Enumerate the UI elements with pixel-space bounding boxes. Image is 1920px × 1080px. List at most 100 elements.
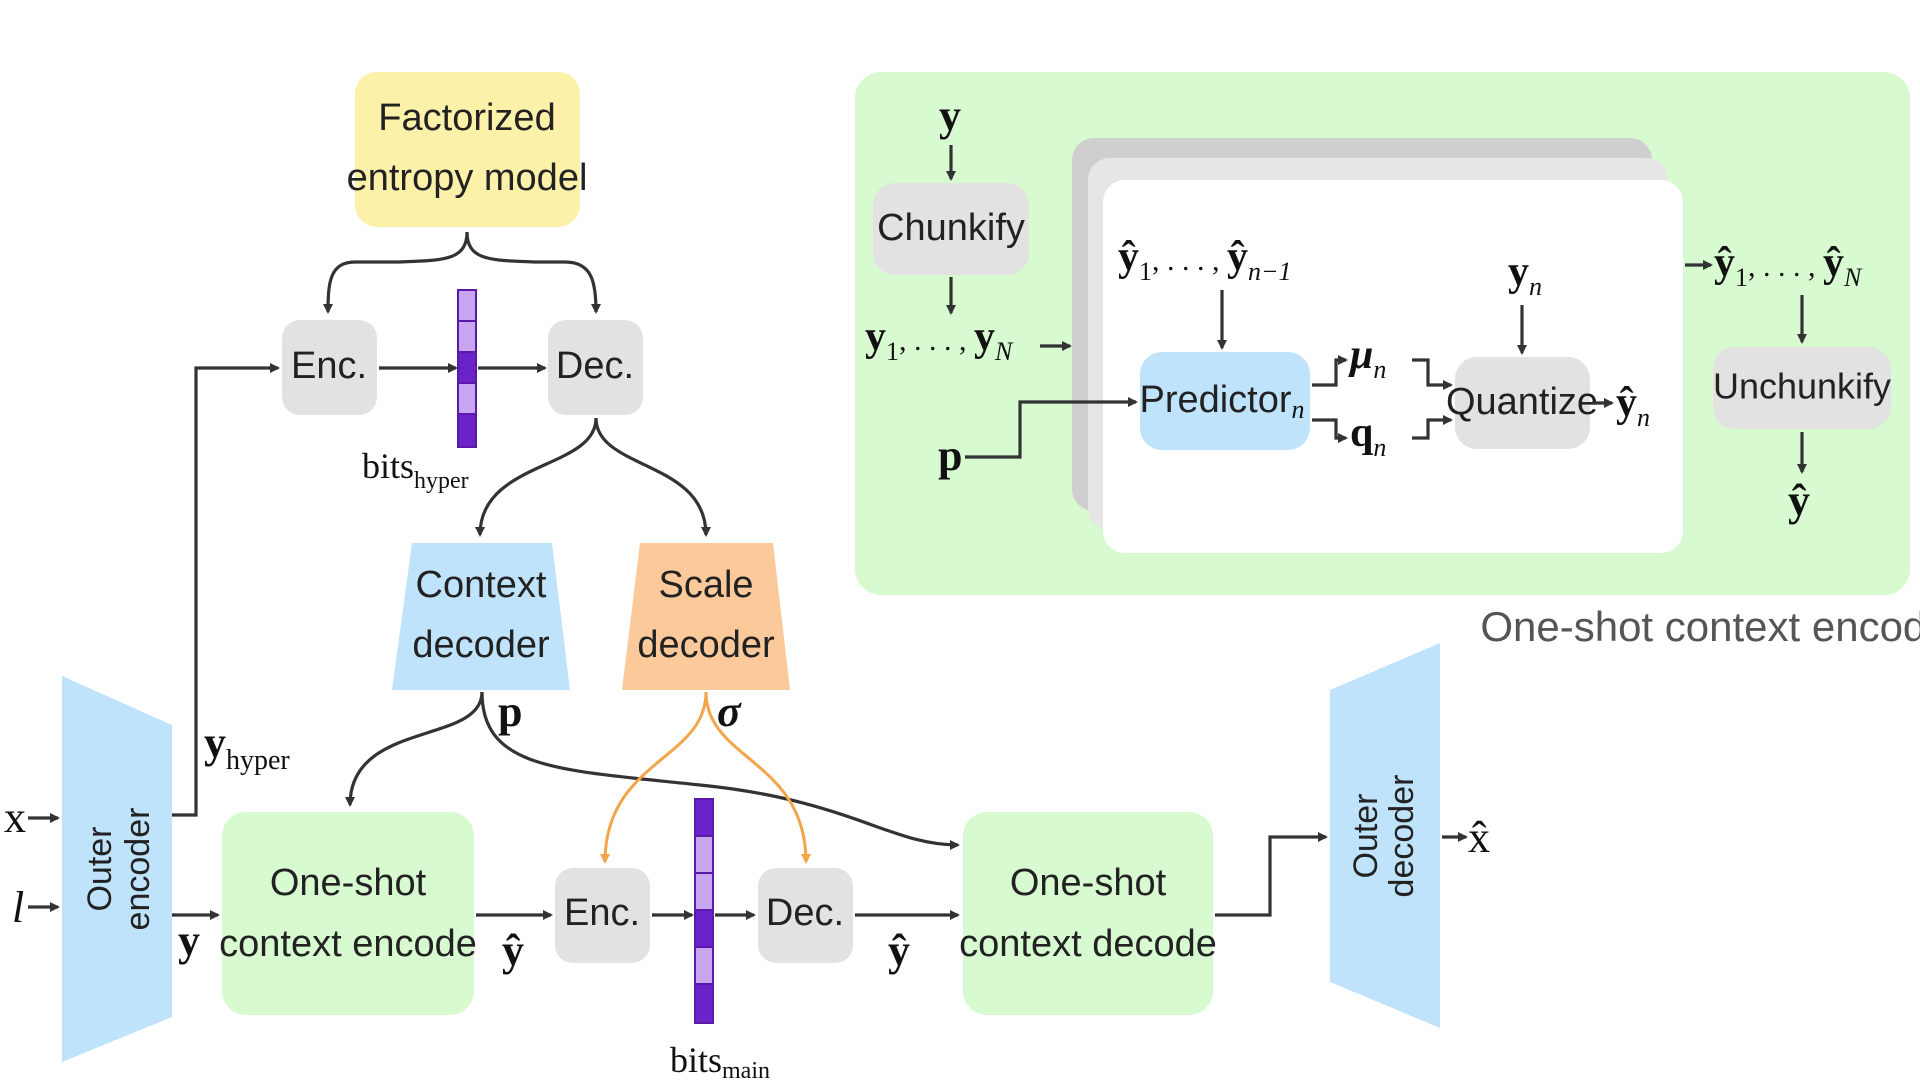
symbol-y-inset: y [939, 91, 961, 140]
outer-decoder-label-2: decoder [1383, 775, 1421, 898]
symbol-xhat: x̂ [1468, 813, 1490, 862]
symbol-y-sequence-mid: , . . . , [899, 324, 974, 357]
symbol-bits-hyper-base: bits [362, 446, 414, 486]
chunkify-box [873, 183, 1029, 275]
edge-p-to-oneshot-encode [345, 691, 484, 807]
unchunkify-box [1713, 347, 1891, 429]
predictor-subscript: n [1292, 395, 1305, 424]
symbol-yhat-decode: ŷ [888, 926, 910, 975]
outer-encoder-label-2: encoder [119, 808, 157, 931]
edge-predictor-to-q [1312, 418, 1348, 443]
hyper-dec-label: Dec. [556, 345, 634, 387]
outer-encoder-box [62, 676, 172, 1062]
inset-caption: One-shot context encode [1480, 603, 1920, 650]
context-decoder-label-1: Context [416, 564, 547, 606]
symbol-bits-main-base: bits [670, 1040, 722, 1080]
symbol-y-outer: y [178, 916, 200, 965]
edge-p-to-predictor [965, 397, 1138, 459]
outer-encoder-label-1: Outer [81, 826, 119, 911]
symbol-l: l [12, 883, 24, 932]
symbol-yhat-prev-end: ŷ [1227, 234, 1248, 280]
edge-dec-to-context-decoder [475, 417, 598, 537]
chunkify-label: Chunkify [877, 207, 1025, 249]
symbol-yhat-n-sub: n [1637, 403, 1650, 432]
symbol-yhat-prev-end-sub: n−1 [1248, 257, 1292, 286]
symbol-mu: μn [1348, 332, 1386, 384]
scale-decoder-box [622, 543, 790, 690]
symbol-yhat-prev-start: ŷ [1118, 234, 1139, 280]
symbol-yhat-prev: ŷ1, . . . , ŷn−1 [1118, 234, 1292, 286]
predictor-label: Predictorn [1139, 379, 1304, 424]
symbol-mu-sub: n [1373, 355, 1386, 384]
symbol-q-sub: n [1373, 433, 1386, 462]
outer-decoder-box [1330, 643, 1440, 1028]
hyper-enc-box [282, 320, 377, 415]
symbol-yhat-all-end: ŷ [1823, 240, 1844, 286]
symbol-sigma: σ [717, 687, 742, 736]
edge-sigma-to-enc [600, 691, 708, 864]
context-decoder-label-2: decoder [412, 624, 550, 666]
outer-decoder-label-1: Outer [1347, 793, 1385, 878]
context-decoder-box [392, 543, 570, 690]
symbol-q-base: q [1350, 410, 1373, 456]
symbol-q: qn [1350, 410, 1386, 462]
symbol-yhat-prev-start-sub: 1 [1139, 257, 1152, 286]
edge-entropy-to-dec [465, 231, 601, 314]
unchunkify-label: Unchunkify [1713, 366, 1891, 407]
edge-p-to-oneshot-decode [480, 691, 960, 850]
symbol-bits-main-sub: main [722, 1058, 770, 1080]
factorized-entropy-model-box [355, 72, 580, 227]
symbol-bits-hyper-sub: hyper [414, 468, 469, 494]
edge-q-to-quantize [1412, 415, 1453, 440]
symbol-yhat-all-start-sub: 1 [1735, 263, 1748, 292]
quantize-label: Quantize [1446, 381, 1598, 423]
main-enc-box [555, 868, 650, 963]
edge-dec-to-scale-decoder [594, 417, 711, 537]
symbol-yhat-final: ŷ [1788, 476, 1810, 525]
scale-decoder-label-1: Scale [658, 564, 753, 606]
symbol-y-sequence-end-sub: N [994, 337, 1014, 366]
main-dec-box [758, 868, 853, 963]
oneshot-encode-label-1: One-shot [270, 862, 427, 904]
symbol-p-inset: p [938, 431, 962, 480]
factorized-entropy-model-label-1: Factorized [378, 97, 555, 139]
symbol-yhat-all-end-sub: N [1843, 263, 1863, 292]
oneshot-encode-box [222, 812, 474, 1015]
symbol-yhat-n: ŷn [1616, 380, 1650, 432]
hyper-enc-label: Enc. [291, 345, 367, 387]
symbol-yhat-all: ŷ1, . . . , ŷN [1714, 240, 1863, 292]
symbol-y-sequence: y1, . . . , yN [865, 314, 1014, 366]
symbol-yhat-n-base: ŷ [1616, 380, 1637, 426]
hyper-bitstream [457, 289, 477, 448]
quantize-box [1455, 357, 1590, 449]
predictor-box [1140, 352, 1310, 450]
symbol-y-sequence-end: y [974, 314, 995, 360]
symbol-mu-base: μ [1348, 332, 1373, 378]
symbol-yn-base: y [1508, 249, 1529, 295]
inset-stack-front [1103, 180, 1683, 553]
symbol-yhyper-sub: hyper [226, 745, 290, 776]
symbol-yhat-all-mid: , . . . , [1748, 250, 1823, 283]
symbol-yhyper-base: y [204, 718, 226, 767]
predictor-name: Predictor [1139, 379, 1291, 421]
symbol-yn-sub: n [1529, 272, 1542, 301]
symbol-yhyper: yhyper [204, 718, 290, 776]
edge-entropy-to-enc [323, 231, 469, 314]
symbol-yhat-prev-mid: , . . . , [1152, 244, 1227, 277]
symbol-y-sequence-start: y [865, 314, 886, 360]
oneshot-encode-label-2: context encode [219, 923, 477, 965]
main-enc-label: Enc. [564, 892, 640, 934]
factorized-entropy-model-label-2: entropy model [347, 157, 588, 199]
edge-mu-to-quantize [1412, 358, 1453, 390]
main-bitstream [694, 798, 714, 1024]
main-dec-label: Dec. [766, 892, 844, 934]
symbol-bits-main: bitsmain [670, 1040, 770, 1080]
oneshot-decode-label-1: One-shot [1010, 862, 1167, 904]
edge-predictor-to-mu [1312, 355, 1348, 387]
symbol-y-sequence-start-sub: 1 [886, 337, 899, 366]
symbol-yhat-encode: ŷ [502, 926, 524, 975]
scale-decoder-label-2: decoder [637, 624, 775, 666]
edge-sigma-to-dec [704, 691, 811, 864]
symbol-bits-hyper: bitshyper [362, 446, 469, 494]
